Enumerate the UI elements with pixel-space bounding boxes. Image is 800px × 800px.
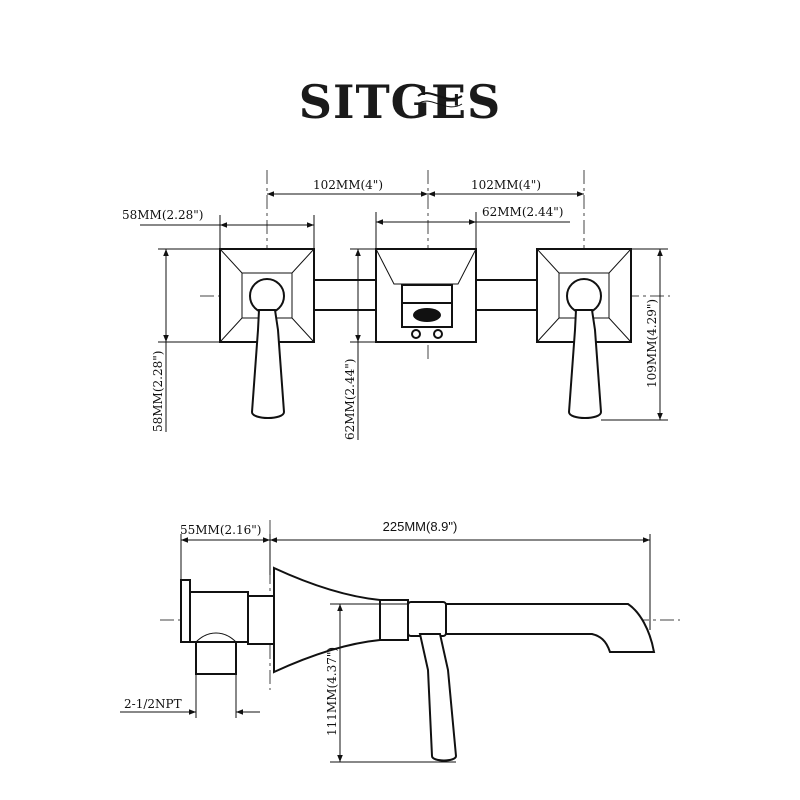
sitges-logo-icon: SITGES <box>299 75 502 129</box>
side-dimensions: 225MM(8.9") 55MM(2.16") 111MM(4.37") 2-1… <box>120 519 651 763</box>
dim-inlet: 2-1/2NPT <box>124 697 182 711</box>
dim-plate-height: 62MM(2.44") <box>343 359 357 440</box>
dim-handle-width: 58MM(2.28") <box>122 208 203 222</box>
dim-spacing-left: 102MM(4") <box>313 178 383 192</box>
faucet-front-view-icon <box>200 170 670 419</box>
dim-handle-height: 58MM(2.28") <box>151 351 165 432</box>
logo-text: SITGES <box>299 75 502 129</box>
faucet-side-view-icon <box>160 520 680 762</box>
dim-plate-width: 62MM(2.44") <box>482 205 563 219</box>
dim-spacing-right: 102MM(4") <box>471 178 541 192</box>
dim-depth: 55MM(2.16") <box>180 523 261 537</box>
dim-total-height: 109MM(4.29") <box>645 299 659 388</box>
dim-spout-length: 225MM(8.9") <box>383 519 458 534</box>
dim-handle-length: 111MM(4.37") <box>325 647 339 736</box>
front-dimensions: 102MM(4") 102MM(4") 58MM(2.28") 62MM(2.4… <box>122 178 668 440</box>
